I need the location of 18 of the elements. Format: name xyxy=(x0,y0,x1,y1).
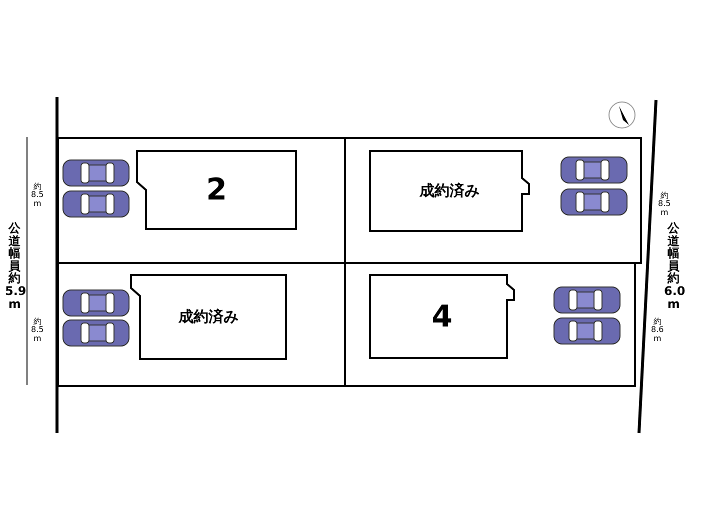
dimension-label: 約 8.5 m xyxy=(31,183,44,208)
building-footprint xyxy=(369,150,530,232)
road-width-label: 公道幅員約 5.9 m xyxy=(5,222,24,310)
building-footprint xyxy=(136,150,297,230)
lot-number: 2 xyxy=(205,172,228,208)
lot-outline xyxy=(344,137,642,264)
lot-outline xyxy=(57,137,346,264)
dimension-label: 約 8.6 m xyxy=(651,318,664,344)
dimension-label: 約 8.5 m xyxy=(31,318,44,344)
status-label: 成約済み xyxy=(177,308,240,326)
building-footprint xyxy=(369,274,515,359)
building-footprint xyxy=(130,274,287,360)
status-label: 成約済み xyxy=(418,182,480,200)
lot-number: 4 xyxy=(430,299,454,334)
lot-outline xyxy=(57,262,346,387)
dimension-label: 約 8.5 m xyxy=(658,192,671,218)
lot-outline xyxy=(344,262,636,387)
road-width-label: 公道幅員約 6.0 m xyxy=(664,222,684,310)
